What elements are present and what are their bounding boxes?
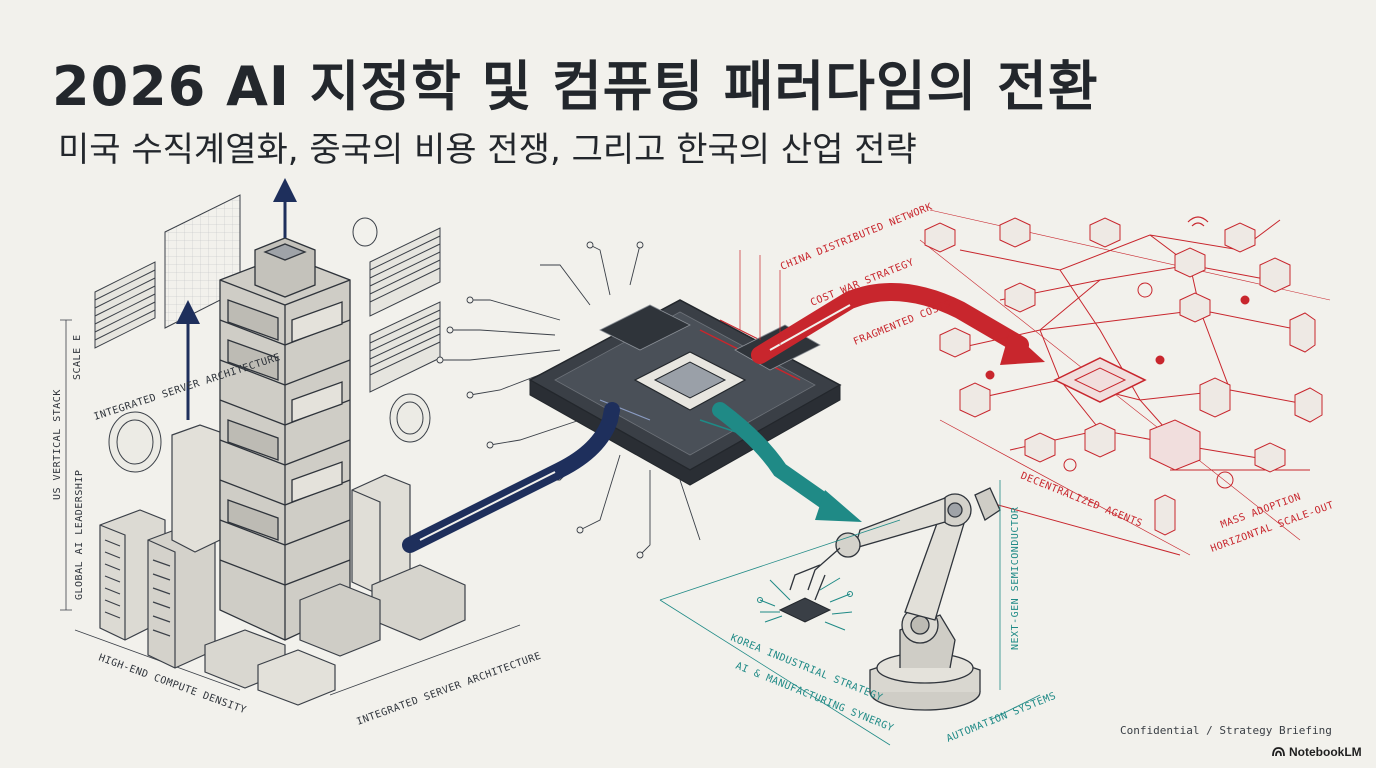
scale-label: SCALE E <box>72 334 83 380</box>
ai-leadership-label: GLOBAL AI LEADERSHIP <box>74 470 85 600</box>
korea-flow-arrow <box>712 402 862 522</box>
us-flow-arrow <box>402 402 620 553</box>
semiconductor-label: NEXT-GEN SEMICONDUCTOR <box>1010 506 1021 650</box>
server-rack-icon <box>204 474 466 706</box>
us-vertical-stack-label: US VERTICAL STACK <box>52 389 63 500</box>
footer-note: Confidential / Strategy Briefing <box>1120 724 1332 737</box>
notebooklm-icon <box>1272 747 1285 757</box>
robot-arm-icon <box>789 487 1001 711</box>
brand-logo: NotebookLM <box>1272 745 1362 759</box>
us-section: US VERTICAL STACK GLOBAL AI LEADERSHIP S… <box>52 178 543 728</box>
wifi-icon <box>1187 216 1209 227</box>
us-tower-icon <box>219 237 351 641</box>
decentralized-agents-label: DECENTRALIZED AGENTS <box>1019 471 1144 530</box>
korea-dimension-lines <box>659 480 1041 746</box>
seal-icon <box>108 217 431 473</box>
server-rack-icon <box>99 424 221 669</box>
chip-icon <box>757 577 853 631</box>
china-flow-arrow <box>751 283 1045 365</box>
brand-label: NotebookLM <box>1289 745 1362 759</box>
chip-icon <box>436 241 842 559</box>
china-section <box>739 209 1331 556</box>
page-subtitle: 미국 수직계열화, 중국의 비용 전쟁, 그리고 한국의 산업 전략 <box>58 130 917 170</box>
fragmented-label: FRAGMENTED COSTS <box>852 299 953 348</box>
page-title: 2026 AI 지정학 및 컴퓨팅 패러다임의 전환 <box>52 55 1099 118</box>
integrated-server-bottom-label: INTEGRATED SERVER ARCHITECTURE <box>355 651 543 728</box>
